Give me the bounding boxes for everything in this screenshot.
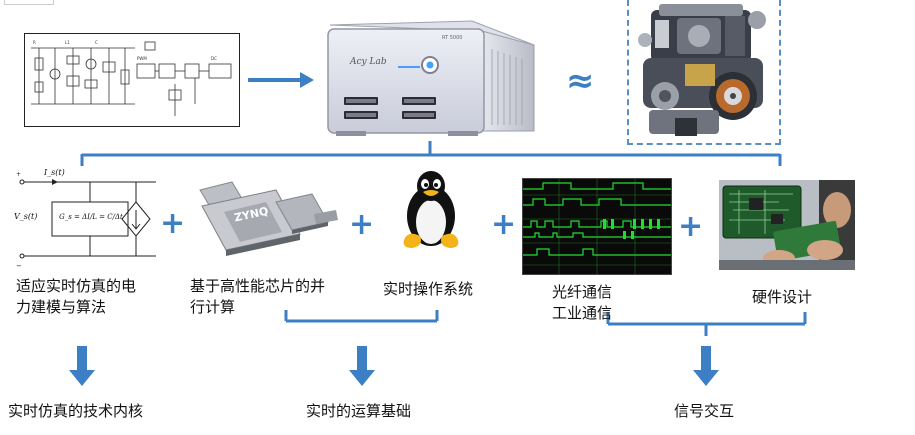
hardware-design-photo: [719, 180, 855, 270]
svg-text:DC: DC: [211, 56, 217, 61]
device-model: RT 5000: [442, 35, 463, 41]
svg-text:L1: L1: [65, 40, 70, 45]
item-label-parallel-line2: 行计算: [190, 298, 236, 316]
bottom-label-compute: 实时的运算基础: [306, 402, 412, 420]
svg-text:−: −: [16, 262, 22, 270]
plus-sign-4: +: [678, 209, 704, 244]
device-brand: Acy Lab: [350, 57, 387, 67]
item-label-hardware: 硬件设计: [752, 288, 813, 306]
thumbnail-frame: [4, 0, 54, 5]
plus-sign-2: +: [349, 207, 375, 242]
item-label-modeling-line1: 适应实时仿真的电: [16, 277, 137, 295]
arrow-right-icon: [248, 72, 314, 88]
bottom-label-signal: 信号交互: [674, 402, 735, 420]
item-label-parallel-line1: 基于高性能芯片的并: [190, 277, 326, 295]
fpga-chips-image: ZYNQ: [190, 180, 340, 258]
item-label-rtos: 实时操作系统: [383, 280, 474, 298]
item-label-comm-line2: 工业通信: [552, 304, 613, 322]
arrow-down-icon-1: [69, 346, 95, 386]
equivalent-circuit: + − I_s(t) V_s(t) G_s = ΔI/L = C/Δt: [12, 168, 162, 270]
engine-illustration: [638, 4, 766, 136]
simulator-device: Acy Lab RT 5000: [322, 19, 544, 137]
approximately-symbol: ≈: [566, 61, 595, 101]
arrow-down-icon-2: [349, 346, 375, 386]
connector-bracket: [0, 0, 915, 30]
arrow-down-icon-3: [693, 346, 719, 386]
engine-image-frame: [627, 0, 781, 145]
svg-text:C: C: [95, 40, 98, 45]
svg-text:PWM: PWM: [137, 56, 147, 61]
bottom-label-core: 实时仿真的技术内核: [8, 402, 144, 420]
fiber-signal-scope: [522, 178, 672, 275]
voltage-label: V_s(t): [14, 212, 38, 221]
conductance-formula: G_s = ΔI/L = C/Δt: [59, 213, 123, 221]
plus-sign-1: +: [160, 206, 186, 241]
linux-penguin-icon: [398, 170, 464, 250]
schematic-drawing: R L1 C PWM DC: [31, 40, 232, 116]
plus-sign-3: +: [491, 207, 517, 242]
circuit-schematic: R L1 C PWM DC: [24, 33, 240, 127]
current-label: I_s(t): [44, 168, 65, 177]
item-label-modeling-line2: 力建模与算法: [16, 298, 107, 316]
item-label-comm-line1: 光纤通信: [552, 283, 613, 301]
svg-text:R: R: [33, 40, 36, 45]
svg-text:+: +: [16, 171, 21, 178]
